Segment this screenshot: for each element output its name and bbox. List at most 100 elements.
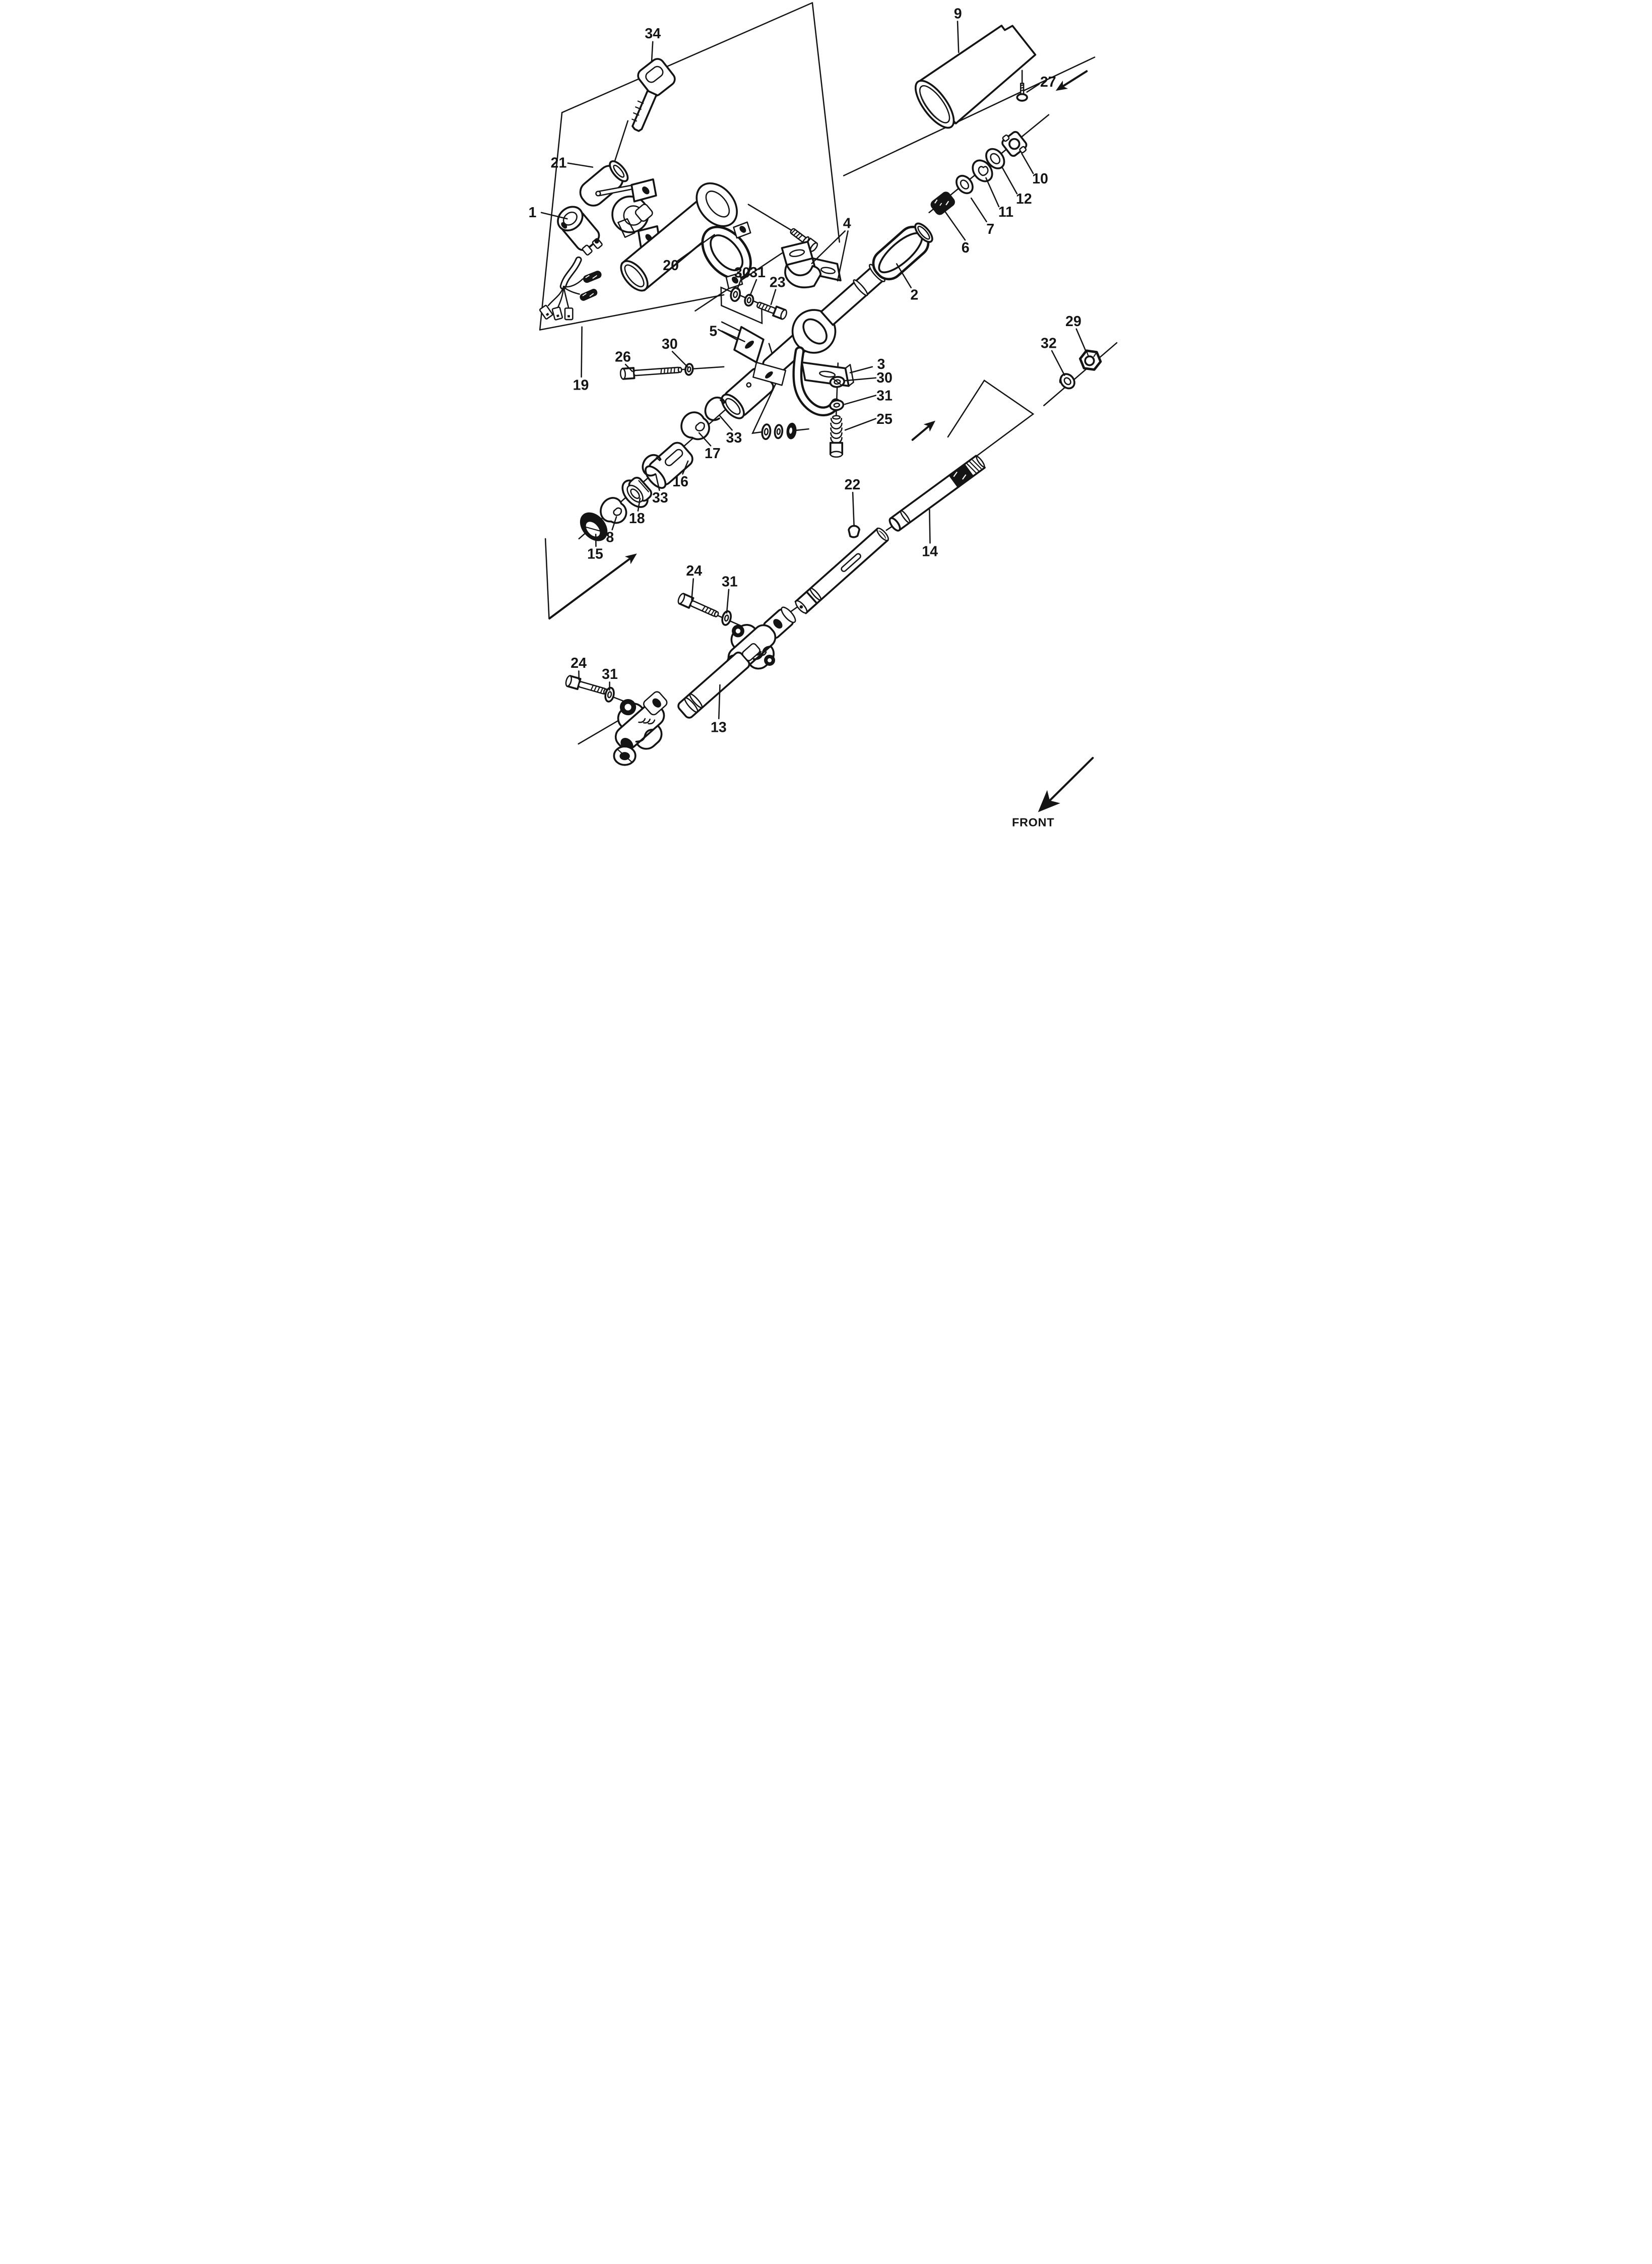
keyway-slot xyxy=(841,553,861,572)
callout-leader-line xyxy=(896,263,912,288)
part-number-label: 19 xyxy=(573,378,589,394)
callout-leader-line xyxy=(957,21,960,53)
part-number-label: 24 xyxy=(686,563,702,579)
part-number-label: 17 xyxy=(705,446,721,462)
callout-leader-line xyxy=(624,363,633,372)
part-number-label: 3 xyxy=(877,356,885,372)
callout-leader-line xyxy=(970,197,987,222)
bearing-18 xyxy=(621,476,653,508)
front-label: FRONT xyxy=(1012,815,1054,829)
part-number-label: 2 xyxy=(910,287,918,303)
part-number-label: 34 xyxy=(645,26,661,42)
assembly-direction-lower-left-arrowhead xyxy=(624,553,637,564)
mounting-bracket-4 xyxy=(781,240,842,289)
callout-leader-line xyxy=(837,230,849,282)
callout-leader-line xyxy=(611,516,617,531)
lower-bearing-chain xyxy=(580,396,726,541)
part-number-label: 25 xyxy=(876,411,893,427)
part-number-label: 20 xyxy=(663,258,679,274)
ignition-switch xyxy=(557,206,603,256)
jacket-tube-and-clamp xyxy=(620,182,818,292)
callout-leader-line xyxy=(698,432,712,447)
part-number-label: 31 xyxy=(722,574,738,590)
lower-joint-splined-cap xyxy=(613,745,637,766)
part-number-label: 30 xyxy=(662,336,678,352)
fastener-groups xyxy=(619,287,846,458)
spring-bolt-25 xyxy=(829,415,844,458)
front-direction-arrowhead xyxy=(1038,790,1060,812)
spade-terminal xyxy=(539,304,553,320)
callout-leader-line xyxy=(1026,83,1040,93)
part-number-label: 12 xyxy=(1016,191,1032,207)
part-number-label: 31 xyxy=(876,388,893,404)
assembly-direction-upper-right-line xyxy=(1061,70,1088,88)
bullet-connector xyxy=(580,289,598,301)
callout-leader-line xyxy=(1001,166,1018,195)
callout-leader-line xyxy=(1075,328,1087,351)
ignition-lock-assembly xyxy=(557,160,661,256)
part-number-label: 16 xyxy=(672,474,688,490)
part-number-label: 27 xyxy=(1040,74,1056,90)
joint-bolt-24 xyxy=(677,593,719,617)
part-number-label: 13 xyxy=(711,720,727,736)
bullet-connector xyxy=(583,271,602,283)
callout-leader-line xyxy=(637,497,641,512)
part-number-label: 5 xyxy=(709,323,717,339)
steering-main-shaft xyxy=(794,455,986,614)
switch-wiring-harness xyxy=(539,256,602,321)
part-number-label: 32 xyxy=(1041,335,1057,351)
callout-leader-line xyxy=(811,230,846,265)
column-cover-tube xyxy=(914,25,1037,129)
part-number-label: 23 xyxy=(770,275,786,291)
part-number-label: 10 xyxy=(1032,171,1048,187)
spade-terminal xyxy=(551,306,563,321)
cam-washer-17 xyxy=(680,411,710,441)
callout-leader-line xyxy=(651,41,654,62)
part-number-label: 14 xyxy=(922,543,938,559)
callout-leader-line xyxy=(749,279,757,297)
part-number-label: 31 xyxy=(749,265,766,281)
part-number-label: 24 xyxy=(570,655,587,671)
front-direction-line xyxy=(1048,757,1094,802)
callout-leader-line xyxy=(682,460,689,475)
saddle-clamp xyxy=(784,264,822,289)
bolt-26 xyxy=(619,366,682,380)
grommet-15 xyxy=(580,512,608,541)
lock-cylinder-barrel xyxy=(579,160,629,207)
lower-column-housing xyxy=(721,240,854,419)
callout-leader-line xyxy=(944,211,966,241)
bolt-23 xyxy=(756,301,788,320)
part-number-label: 11 xyxy=(998,204,1013,220)
callout-leader-line xyxy=(929,509,931,544)
callout-leader-line xyxy=(718,684,721,720)
callout-leader-line xyxy=(844,418,877,431)
part-number-label: 30 xyxy=(734,265,750,281)
callout-leader-line xyxy=(691,578,694,601)
part-number-label: 29 xyxy=(1065,313,1082,330)
callout-leader-line xyxy=(1051,350,1065,376)
woodruff-key-22 xyxy=(848,525,861,538)
foam-bushing xyxy=(930,192,955,215)
callout-leader-line xyxy=(655,474,660,491)
direction-arrows xyxy=(548,70,1094,812)
snap-ring-33 xyxy=(704,396,726,421)
part-number-label: 7 xyxy=(986,221,994,237)
callout-leader-line xyxy=(770,289,777,305)
lower-universal-joint xyxy=(614,691,668,751)
part-number-label: 22 xyxy=(844,477,860,493)
callout-leader-line xyxy=(852,491,855,527)
callout-leader-line xyxy=(1021,153,1034,174)
callout-leader-line xyxy=(721,330,745,342)
callout-leader-line xyxy=(849,366,873,373)
lock-wedge xyxy=(617,218,636,238)
part-number-label: 33 xyxy=(652,490,668,506)
upper-bearing-parts-row xyxy=(930,131,1028,215)
callout-leader-line xyxy=(726,589,730,614)
washer-8 xyxy=(600,497,627,524)
cover-screw xyxy=(1016,83,1028,102)
ignition-key xyxy=(631,58,676,132)
part-number-label: 1 xyxy=(529,205,537,221)
part-number-label: 33 xyxy=(726,430,742,446)
shaft-nut-and-washer xyxy=(1059,349,1102,390)
